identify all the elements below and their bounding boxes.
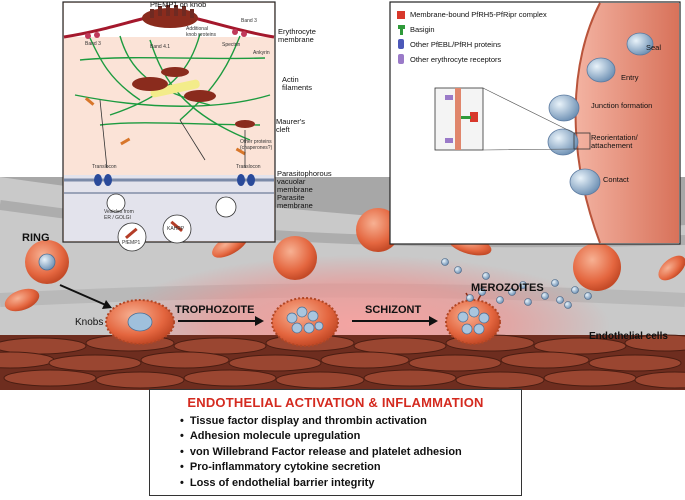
summary-list: Tissue factor display and thrombin activ… [180,414,462,491]
actin-filaments-label: Actin filaments [282,75,313,92]
step-contact: Contact [603,175,629,184]
complex-icon [397,11,405,19]
translocon-left-label: Translocon [92,164,117,170]
summary-title: ENDOTHELIAL ACTIVATION & INFLAMMATION [187,395,484,410]
summary-item: Tissue factor display and thrombin activ… [180,414,462,429]
endothelial-layer [0,334,685,390]
schizont-cell [445,292,501,345]
schizont-label: SCHIZONT [365,304,422,316]
other-proteins-label: Other proteins (chaperones?) [240,139,273,151]
spectrin-label: Spectrin [222,42,241,48]
basigin-icon [398,25,405,35]
trophozoite-cell [271,297,339,347]
erythrocyte-inset [62,1,276,252]
legend-basigin: Basigin [410,25,435,34]
step-entry: Entry [621,73,639,82]
invasion-inset [389,1,681,245]
parasite-membrane-label: Parasite membrane [277,193,313,210]
summary-box: ENDOTHELIAL ACTIVATION & INFLAMMATION Ti… [149,389,522,496]
band41-label: Band 4.1 [150,44,171,50]
ring-label: RING [22,232,50,244]
knob-pfemp1-label: PfEMP1 on knob [150,0,207,9]
band3-right-label: Band 3 [241,18,257,24]
erythrocyte-membrane-label: Erythrocyte membrane [278,27,316,44]
summary-item: Pro-inflammatory cytokine secretion [180,460,462,475]
pfemp1-vesicle-label: PfEMP1 [122,240,141,246]
pfebl-icon [398,39,404,49]
band3-left-label: Band 3 [85,41,101,47]
knobs-label: Knobs [75,317,104,328]
legend-pfebl: Other PfEBL/PfRH proteins [410,40,501,49]
legend-complex: Membrane-bound PfRH5-PfRipr complex [410,10,547,19]
kahrp-label: KAHRP [167,226,185,232]
step-junction: Junction formation [591,101,653,110]
step-reorientation: Reorientation/ attachement [591,133,638,150]
maurers-cleft-label: Maurer's cleft [276,117,305,134]
knobbed-cell [105,299,175,345]
knob-proteins-label: Additional knob proteins [186,26,217,38]
merozoites [441,258,592,309]
arrow-ring-to-knobs [59,284,109,307]
summary-item: von Willebrand Factor release and platel… [180,445,462,460]
summary-item: Loss of endothelial barrier integrity [180,476,462,491]
ankyrin-label: Ankyrin [253,50,270,56]
trophozoite-label: TROPHOZOITE [175,304,255,316]
step-seal: Seal [646,43,662,52]
endothelial-label: Endothelial cells [589,331,668,342]
pv-membrane-label: Parasitophorous vacuolar membrane [277,169,332,194]
translocon-right-label: Translocon [236,164,261,170]
summary-item: Adhesion molecule upregulation [180,429,462,444]
legend-receptors: Other erythrocyte receptors [410,55,502,64]
vesicles-label: Vesicles from ER / GOLGI [104,209,134,221]
receptor-icon [398,54,404,64]
ring-stage-cell [38,253,56,271]
merozoites-label: MEROZOITES [471,282,544,294]
